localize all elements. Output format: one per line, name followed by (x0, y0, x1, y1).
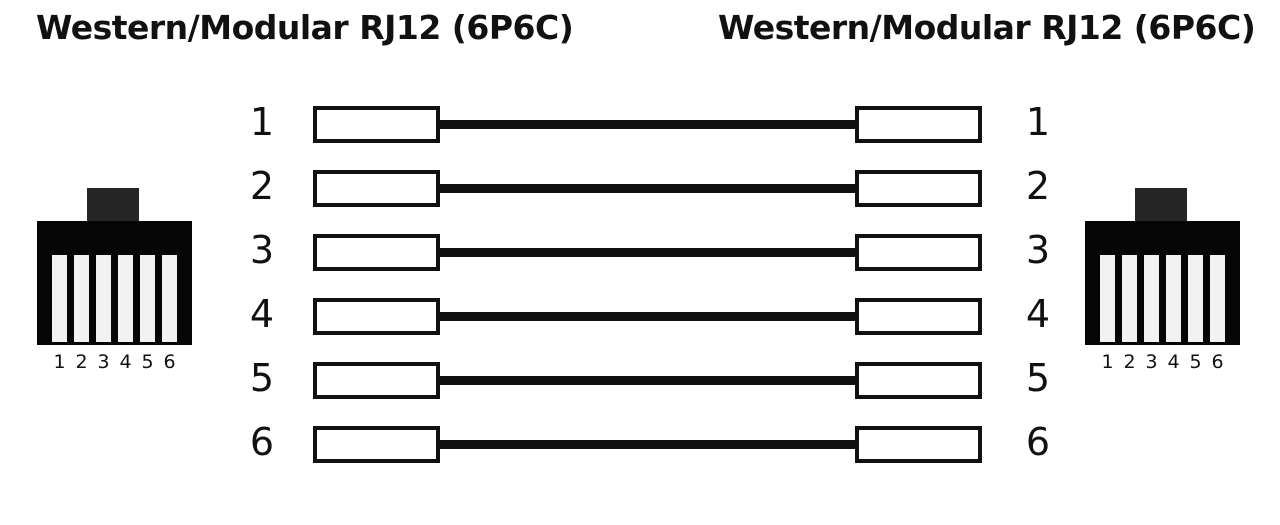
connector-pin-number: 1 (53, 351, 66, 373)
connector-pin-slot (96, 255, 111, 342)
connector-pin-slot (1210, 255, 1225, 342)
left-pin-number: 3 (249, 228, 275, 272)
wire-link (437, 312, 858, 321)
wire-row: 3 3 (0, 228, 1280, 272)
wire-row: 2 2 (0, 164, 1280, 208)
left-pin-pad (313, 426, 440, 463)
right-pin-pad (855, 106, 982, 143)
right-pin-number: 4 (1025, 292, 1051, 336)
right-pin-pad (855, 170, 982, 207)
connector-pin-slot (118, 255, 133, 342)
left-pin-pad (313, 234, 440, 271)
connector-pin-slot (52, 255, 67, 342)
right-connector-title: Western/Modular RJ12 (6P6C) (718, 8, 1256, 47)
connector-pin-slot (140, 255, 155, 342)
wire-row: 4 4 (0, 292, 1280, 336)
connector-pin-number: 6 (1211, 351, 1224, 373)
connector-pin-slot (74, 255, 89, 342)
connector-pin-number: 5 (141, 351, 154, 373)
right-pin-pad (855, 298, 982, 335)
connector-pin-number-row: 1 2 3 4 5 6 (1085, 351, 1240, 373)
connector-pin-number: 5 (1189, 351, 1202, 373)
right-pin-pad (855, 426, 982, 463)
connector-pin-number-row: 1 2 3 4 5 6 (37, 351, 192, 373)
right-pin-number: 2 (1025, 164, 1051, 208)
wire-link (437, 184, 858, 193)
right-pin-pad (855, 234, 982, 271)
wire-row: 5 5 (0, 356, 1280, 400)
wire-link (437, 248, 858, 257)
connector-pin-number: 3 (1145, 351, 1158, 373)
connector-pin-number: 1 (1101, 351, 1114, 373)
left-pin-number: 4 (249, 292, 275, 336)
connector-pin-slots (1085, 221, 1240, 345)
wire-link (437, 376, 858, 385)
left-connector-title: Western/Modular RJ12 (6P6C) (36, 8, 574, 47)
left-pin-pad (313, 106, 440, 143)
left-pin-pad (313, 170, 440, 207)
right-pin-pad (855, 362, 982, 399)
connector-pin-number: 6 (163, 351, 176, 373)
connector-pin-slot (1144, 255, 1159, 342)
connector-pin-number: 2 (1123, 351, 1136, 373)
left-pin-number: 6 (249, 420, 275, 464)
wire-link (437, 440, 858, 449)
left-pin-number: 1 (249, 100, 275, 144)
right-pin-number: 6 (1025, 420, 1051, 464)
connector-pin-number: 4 (1167, 351, 1180, 373)
connector-pin-slot (1100, 255, 1115, 342)
connector-pin-number: 2 (75, 351, 88, 373)
right-pin-number: 1 (1025, 100, 1051, 144)
left-pin-number: 5 (249, 356, 275, 400)
connector-pin-number: 4 (119, 351, 132, 373)
right-pin-number: 5 (1025, 356, 1051, 400)
connector-latch-tab-icon (87, 188, 139, 224)
left-pin-pad (313, 362, 440, 399)
connector-pin-slot (1122, 255, 1137, 342)
connector-pin-number: 3 (97, 351, 110, 373)
connector-latch-tab-icon (1135, 188, 1187, 224)
connector-pin-slots (37, 221, 192, 345)
left-pin-pad (313, 298, 440, 335)
right-pin-number: 3 (1025, 228, 1051, 272)
connector-pin-slot (162, 255, 177, 342)
wire-row: 6 6 (0, 420, 1280, 464)
left-pin-number: 2 (249, 164, 275, 208)
wire-row: 1 1 (0, 100, 1280, 144)
connector-pin-slot (1166, 255, 1181, 342)
wire-link (437, 120, 858, 129)
connector-pin-slot (1188, 255, 1203, 342)
right-rj12-connector-illustration: 1 2 3 4 5 6 (1078, 188, 1248, 388)
left-rj12-connector-illustration: 1 2 3 4 5 6 (30, 188, 200, 388)
